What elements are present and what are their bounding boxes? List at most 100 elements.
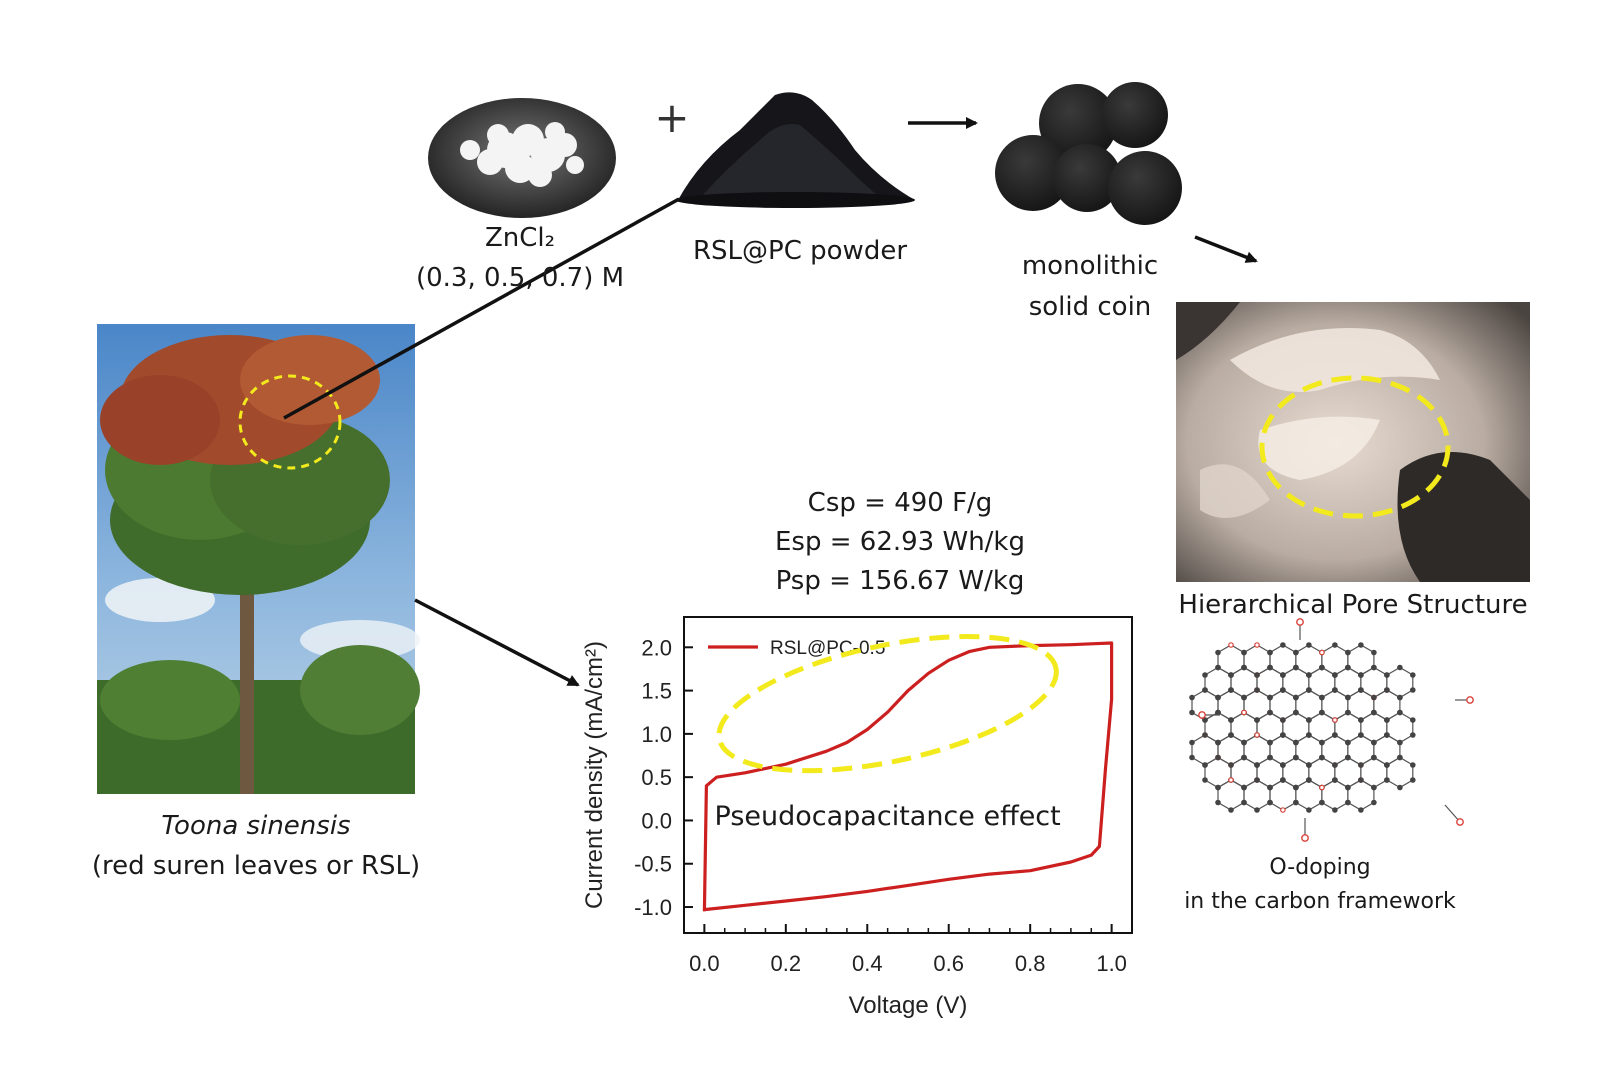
carbon-atom [1241,664,1247,671]
carbon-atom [1241,799,1247,806]
carbon-ring [1269,644,1297,676]
metric-esp: Esp = 62.93 Wh/kg [775,527,1025,557]
tree-photo [97,324,420,794]
oxygen-atom [1198,711,1206,719]
carbon-atom [1215,784,1221,791]
carbon-atom [1384,732,1390,738]
y-tick-label: -0.5 [634,852,672,877]
carbon-atom [1397,739,1403,746]
carbon-ring [1360,756,1388,789]
carbon-ring [1295,689,1323,721]
carbon-atom [1332,732,1338,738]
carbon-atom [1384,687,1390,693]
carbon-atom [1345,709,1351,716]
carbon-ring [1243,734,1271,766]
tree-description: (red suren leaves or RSL) [91,851,421,881]
carbon-atom [1306,762,1312,768]
carbon-ring [1386,756,1414,789]
oxygen-atom [1319,649,1325,656]
carbon-atom [1319,739,1325,746]
carbon-atom [1254,672,1260,678]
carbon-ring [1230,666,1258,699]
arrow-tree-to-chart [414,598,580,687]
carbon-atom [1345,739,1351,746]
carbon-atom [1254,777,1260,783]
y-tick-label: 1.5 [641,679,672,704]
carbon-atom [1267,664,1273,671]
doping-line1: O-doping [1269,855,1371,880]
carbon-atom [1228,672,1234,678]
x-tick-label: 1.0 [1096,951,1127,976]
carbon-ring [1334,756,1362,789]
carbon-atom [1306,717,1312,723]
carbon-atom [1280,717,1286,723]
oxygen-atom [1319,784,1325,791]
carbon-atom [1358,717,1364,723]
carbon-atom [1293,664,1299,671]
carbon-ring [1373,734,1401,766]
coin-label-line1: monolithic [1021,251,1159,281]
carbon-atom [1306,777,1312,783]
x-tick-label: 0.6 [933,951,964,976]
carbon-ring [1243,689,1271,721]
carbon-atom [1202,777,1208,783]
zncl2-concentration: (0.3, 0.5, 0.7) M [415,263,625,293]
sem-highlight-circle [1259,375,1451,519]
oxygen-atom [1466,696,1474,704]
y-tick-label: 1.0 [641,722,672,747]
carbon-ring [1347,644,1375,676]
annotation-label: Pseudocapacitance effect [715,801,1061,832]
carbon-ring [1282,756,1310,789]
carbon-atom [1306,732,1312,738]
carbon-atom [1371,664,1377,671]
carbon-atom [1384,717,1390,723]
carbon-atom [1293,694,1299,701]
carbon-atom [1384,762,1390,768]
carbon-atom [1280,687,1286,693]
carbon-atom [1358,807,1364,813]
carbon-atom [1397,754,1403,761]
carbon-atom [1254,687,1260,693]
carbon-atom [1189,754,1195,761]
oxygen-atom [1228,642,1234,648]
carbon-atom [1332,777,1338,783]
carbon-atom [1397,784,1403,791]
carbon-atom [1358,732,1364,738]
carbon-ring [1282,666,1310,699]
carbon-ring [1321,734,1349,766]
carbon-atom [1293,784,1299,791]
carbon-atom [1410,687,1416,693]
carbon-ring [1347,779,1375,811]
carbon-atom [1202,732,1208,738]
oxygen-atom [1280,807,1286,813]
carbon-ring [1295,779,1323,811]
oxygen-atom [1296,618,1304,626]
carbon-atom [1345,694,1351,701]
carbon-ring [1217,779,1245,811]
carbon-atom [1228,687,1234,693]
carbon-atom [1215,664,1221,671]
carbon-atom [1293,754,1299,761]
carbon-atom [1397,664,1403,671]
oxygen-atom [1254,642,1260,648]
carbon-ring [1373,689,1401,721]
x-tick-label: 0.8 [1015,951,1046,976]
x-axis-label: Voltage (V) [849,992,968,1019]
carbon-atom [1319,694,1325,701]
carbon-ring [1243,644,1271,676]
carbon-atom [1241,784,1247,791]
carbon-ring [1269,734,1297,766]
oxygen-atom [1228,777,1234,783]
carbon-atom [1384,777,1390,783]
metric-psp: Psp = 156.67 W/kg [775,566,1025,596]
carbon-atom [1306,642,1312,648]
carbon-atom [1345,649,1351,656]
carbon-atom [1410,717,1416,723]
carbon-atom [1332,672,1338,678]
carbon-atom [1241,739,1247,746]
carbon-atom [1215,649,1221,656]
carbon-atom [1345,784,1351,791]
carbon-atom [1267,649,1273,656]
carbon-atom [1280,762,1286,768]
